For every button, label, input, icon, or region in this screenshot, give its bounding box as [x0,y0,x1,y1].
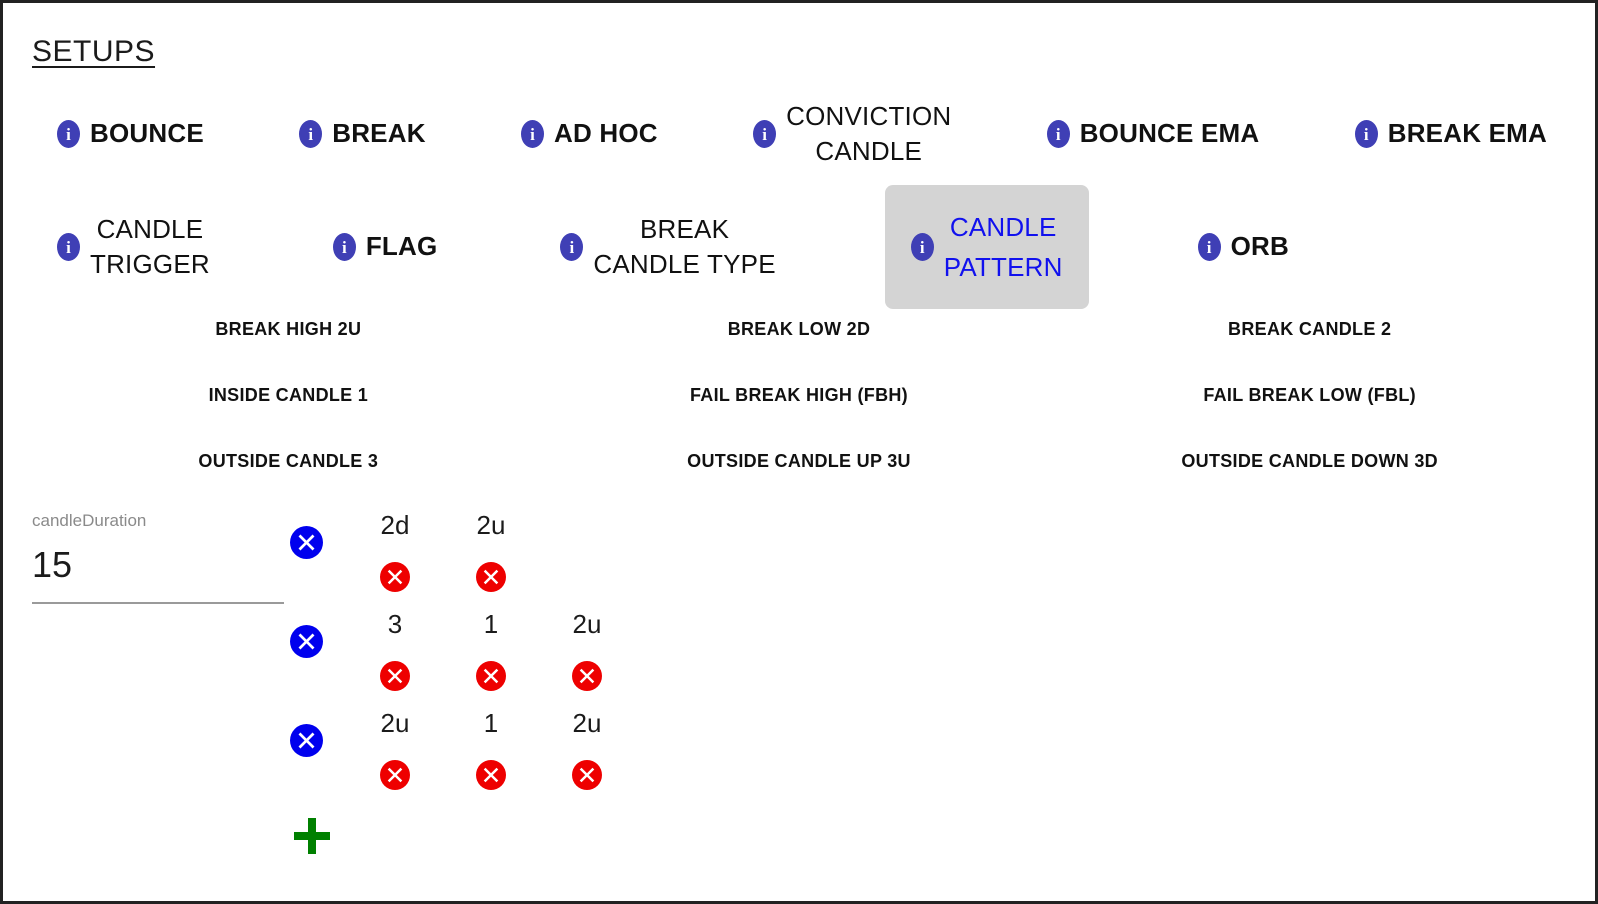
info-icon[interactable]: i [1197,233,1221,261]
setup-item-label: CANDLE PATTERN [943,211,1063,282]
remove-slot-icon[interactable] [572,760,602,790]
candle-duration-input[interactable]: 15 [32,544,73,585]
pattern-slot: 2u [456,508,526,592]
setup-item-label: CONVICTION CANDLE [786,100,952,166]
pattern-name-outside-candle-3[interactable]: OUTSIDE CANDLE 3 [198,451,379,471]
setup-item-candle-pattern[interactable]: i CANDLE PATTERN [884,184,1089,310]
info-icon[interactable]: i [910,233,934,261]
remove-slot-button[interactable] [380,760,410,790]
remove-slot-button[interactable] [572,760,602,790]
remove-slot-button[interactable] [476,562,506,592]
pattern-slot: 1 [456,706,526,790]
pattern-slot-value[interactable]: 1 [483,708,499,738]
setup-item-label: BREAK EMA [1387,118,1547,149]
remove-slot-button[interactable] [476,661,506,691]
setup-item-label: BOUNCE [90,118,204,149]
pattern-name-fail-break-low-fbl[interactable]: FAIL BREAK LOW (FBL) [1203,385,1416,405]
info-icon[interactable]: i [1046,120,1070,148]
setup-item-label: CANDLE TRIGGER [90,213,210,279]
setup-item-bounce[interactable]: i BOUNCE [43,106,218,161]
add-row-button[interactable] [290,814,334,858]
setup-item-orb[interactable]: i ORB [1184,219,1303,274]
pattern-slot-value[interactable]: 2u [476,510,506,540]
setup-item-ad-hoc[interactable]: i AD HOC [507,106,672,161]
info-icon[interactable]: i [560,233,584,261]
candle-duration-label: candleDuration [32,511,147,530]
pattern-slot-value[interactable]: 2u [572,609,602,639]
remove-row-button[interactable] [290,724,323,757]
remove-slot-icon[interactable] [572,661,602,691]
setup-item-break-ema[interactable]: i BREAK EMA [1341,106,1561,161]
remove-slot-button[interactable] [380,562,410,592]
setup-item-label: BREAK [332,118,426,149]
info-icon[interactable]: i [57,120,80,148]
info-icon[interactable]: i [299,120,323,148]
pattern-slot: 3 [360,607,430,691]
pattern-slot: 2d [360,508,430,592]
remove-row-icon[interactable] [290,526,323,559]
pattern-name-outside-candle-down-3d[interactable]: OUTSIDE CANDLE DOWN 3D [1181,451,1438,471]
setup-item-label: AD HOC [554,118,658,149]
setup-item-conviction-candle[interactable]: i CONVICTION CANDLE [739,89,965,179]
remove-slot-icon[interactable] [380,661,410,691]
remove-slot-icon[interactable] [476,562,506,592]
remove-row-icon[interactable] [290,625,323,658]
pattern-slot-value[interactable]: 2d [380,510,410,540]
pattern-name-outside-candle-up-3u[interactable]: OUTSIDE CANDLE UP 3U [687,451,911,471]
pattern-name-inside-candle-1[interactable]: INSIDE CANDLE 1 [208,385,369,405]
pattern-name-break-low-2d[interactable]: BREAK LOW 2D [727,319,871,339]
remove-row-button[interactable] [290,625,323,658]
remove-slot-button[interactable] [476,760,506,790]
pattern-name-fail-break-high-fbh[interactable]: FAIL BREAK HIGH (FBH) [690,385,908,405]
remove-row-icon[interactable] [290,724,323,757]
pattern-slot-value[interactable]: 2u [572,708,602,738]
pattern-slot-value[interactable]: 2u [380,708,410,738]
info-icon[interactable]: i [521,120,545,148]
info-icon[interactable]: i [1354,120,1378,148]
pattern-name-break-high-2u[interactable]: BREAK HIGH 2U [215,319,362,339]
remove-slot-icon[interactable] [476,661,506,691]
setup-item-bounce-ema[interactable]: i BOUNCE EMA [1033,106,1274,161]
setup-item-break-candle-type[interactable]: i BREAK CANDLE TYPE [546,202,789,292]
remove-slot-icon[interactable] [380,562,410,592]
pattern-slot: 2u [360,706,430,790]
remove-slot-icon[interactable] [380,760,410,790]
pattern-slot-value[interactable]: 3 [387,609,403,639]
page-title: SETUPS [32,35,156,68]
setup-item-flag[interactable]: i FLAG [319,219,452,274]
candle-duration-underline [32,602,284,604]
pattern-slot-value[interactable]: 1 [483,609,499,639]
setup-item-label: FLAG [365,231,438,262]
pattern-name-grid: BREAK HIGH 2U BREAK LOW 2D BREAK CANDLE 2 I… [33,319,1565,472]
setup-item-label: BOUNCE EMA [1079,118,1260,149]
setup-item-break[interactable]: i BREAK [285,106,439,161]
pattern-slot: 1 [456,607,526,691]
pattern-slot: 2u [552,706,622,790]
setup-item-candle-trigger[interactable]: i CANDLE TRIGGER [43,202,224,292]
setup-item-label: BREAK CANDLE TYPE [593,213,776,279]
remove-row-button[interactable] [290,526,323,559]
info-icon[interactable]: i [57,233,80,261]
remove-slot-button[interactable] [572,661,602,691]
setup-item-label: ORB [1230,231,1289,262]
pattern-slot: 2u [552,607,622,691]
candle-duration-field[interactable]: candleDuration 15 [32,511,284,604]
plus-icon [294,818,330,854]
info-icon[interactable]: i [332,233,356,261]
info-icon[interactable]: i [753,120,777,148]
remove-slot-icon[interactable] [476,760,506,790]
pattern-name-break-candle-2[interactable]: BREAK CANDLE 2 [1228,319,1392,339]
remove-slot-button[interactable] [380,661,410,691]
